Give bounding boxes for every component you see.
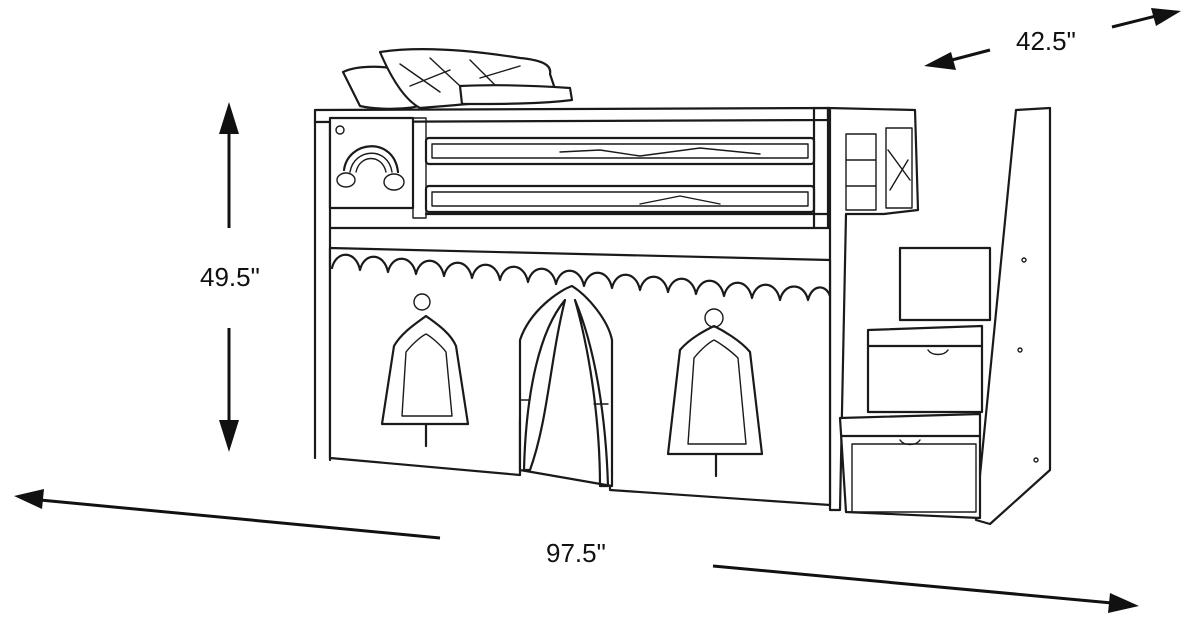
guard-rails: [328, 106, 832, 230]
pillows: [341, 48, 574, 110]
height-dimension-label: 49.5": [200, 262, 260, 292]
depth-dimension-label: 42.5": [1016, 26, 1076, 56]
front-post: [826, 106, 920, 512]
stairs-unit: [838, 106, 1052, 526]
depth-dimension-arrow: [924, 8, 1181, 70]
width-dimension-arrow: [14, 489, 1139, 613]
width-dimension-label: 97.5": [546, 538, 606, 568]
castle-tent: [328, 246, 832, 507]
headboard-rainbow-panel: [328, 116, 427, 219]
height-dimension-arrow: [219, 102, 239, 452]
